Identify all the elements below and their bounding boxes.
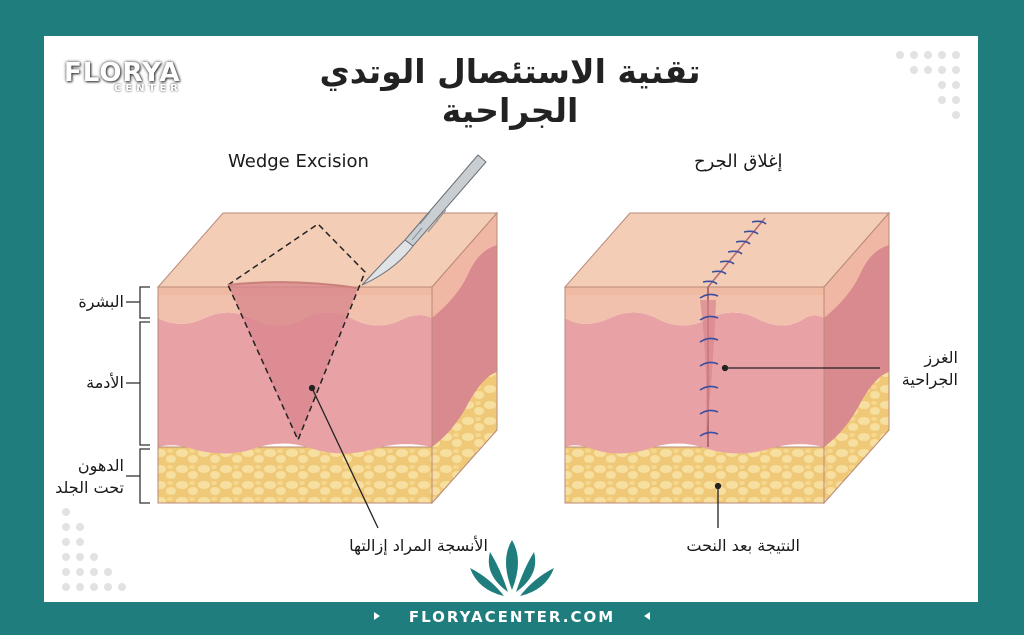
sutures: [699, 220, 767, 437]
right-skin-block: [563, 211, 891, 505]
footer-website: FLORYACENTER.COM: [408, 608, 616, 626]
right-fat-front: [564, 446, 825, 504]
label-dermis: الأدمة: [86, 373, 124, 392]
label-sutures-line2: الجراحية: [901, 370, 958, 389]
page-title: تقنية الاستئصال الوتدي الجراحية: [319, 52, 701, 130]
right-epidermis-front: [565, 287, 824, 326]
brand-sub: CENTER: [114, 83, 182, 94]
decor-dots-top: [896, 51, 960, 119]
scalpel-icon: [361, 154, 487, 286]
label-result: النتيجة بعد النحت: [686, 536, 800, 555]
wedge-tissue: [228, 282, 358, 440]
left-heading: Wedge Excision: [228, 151, 369, 172]
leader-lines: [308, 364, 880, 529]
decor-dots-bottom: [62, 508, 126, 591]
lotus-logo-icon: [470, 540, 554, 596]
left-skin-block: [156, 211, 499, 505]
left-fat-front: [157, 446, 433, 504]
right-dermis-front: [565, 312, 824, 454]
label-fat-line1: الدهون: [77, 456, 124, 475]
wedge-outline: [227, 223, 366, 442]
label-sutures-line1: الغرز: [924, 348, 958, 367]
label-fat-line2: تحت الجلد: [55, 478, 124, 497]
footer-arrows-icon: [374, 612, 650, 620]
right-heading: إغلاق الجرح: [694, 151, 783, 172]
label-epidermis: البشرة: [78, 292, 124, 311]
brand-name: FLORYA: [64, 58, 181, 88]
label-tissue-removed: الأنسجة المراد إزالتها: [349, 536, 488, 555]
layer-brackets: [126, 286, 150, 504]
brand-logo: FLORYA CENTER: [64, 58, 194, 94]
